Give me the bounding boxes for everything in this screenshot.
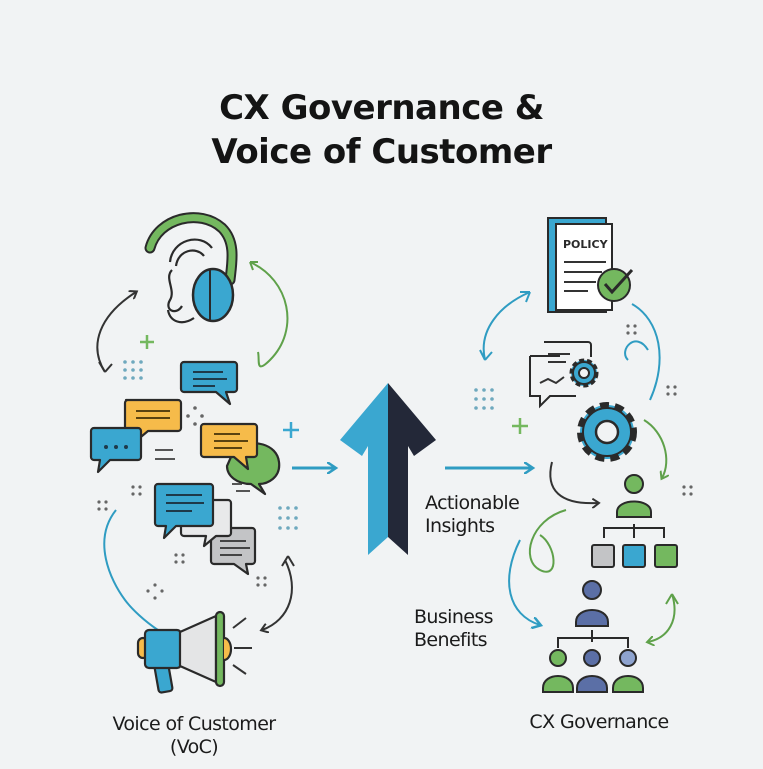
title-line-1: CX Governance & [219,88,544,128]
voc-label-line-2: (VoC) [169,736,219,758]
decor-center [474,388,528,434]
team-hierarchy-icon [542,580,644,693]
gear-icon [577,402,637,462]
business-benefits-label: Business Benefits [414,606,494,652]
arrow-curve [648,593,676,642]
up-arrow-icon [340,383,436,555]
org-chart-icon [591,474,678,568]
chat-bubble-yellow [199,422,259,471]
policy-document-icon [547,217,634,313]
actionable-insights-label: Actionable Insights [425,492,520,538]
arrow-curve [262,559,293,630]
arrow-curve [528,509,567,573]
decor-left [97,335,299,600]
arrow-curve [96,292,136,373]
cx-governance-label: CX Governance [529,711,669,733]
arrow-curve [643,419,666,478]
voc-label: Voice of Customer (VoC) [94,713,294,759]
policy-doc-text: POLICY [563,238,609,251]
arrow-curve [249,261,289,368]
arrow-curve [624,303,661,401]
megaphone-icon [136,610,252,694]
title-line-2: Voice of Customer [211,132,552,172]
arrow-curve [482,291,531,361]
actionable-insights-line-2: Insights [425,515,495,537]
cycle-arrows-right [479,291,679,642]
headphones-ear-icon [144,212,238,324]
business-benefits-line-1: Business [414,606,494,628]
arrow-curve [508,539,540,625]
chat-bubble-blue [89,426,143,474]
chat-bubble-blue [179,360,239,406]
chat-bubbles-icon [89,360,281,576]
decor-right [626,324,693,496]
arrow-curve [549,461,598,503]
chat-gear-icon [529,341,599,409]
actionable-insights-line-1: Actionable [425,492,520,514]
business-benefits-line-2: Benefits [414,629,488,651]
voc-label-line-1: Voice of Customer [112,713,276,735]
